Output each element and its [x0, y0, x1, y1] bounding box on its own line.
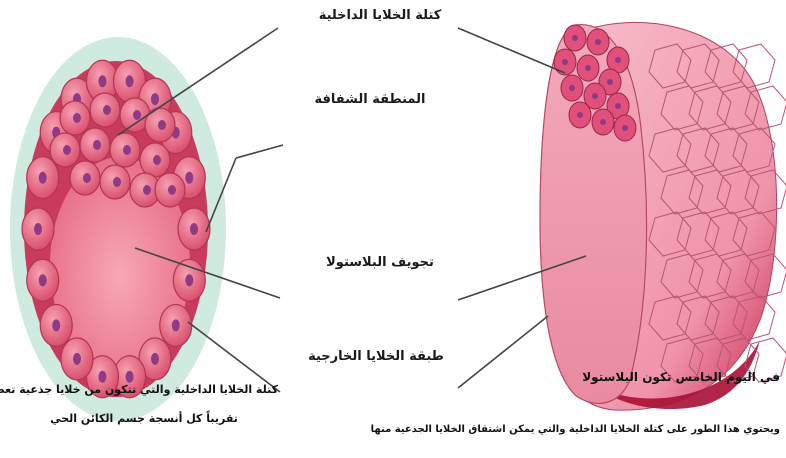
nucleus	[133, 110, 141, 120]
nucleus	[73, 113, 81, 123]
nucleus	[607, 79, 613, 85]
caption-left-line2: تقريباً كل أنسجة جسم الكائن الحي	[10, 412, 278, 425]
nucleus	[143, 185, 151, 195]
caption-right-line2: ويحتوي هذا الطور على كتلة الخلايا الداخل…	[448, 424, 780, 435]
nucleus	[93, 140, 101, 150]
nucleus	[185, 172, 193, 184]
nucleus	[585, 65, 591, 71]
nucleus	[158, 120, 166, 130]
nucleus	[185, 274, 193, 286]
nucleus	[572, 35, 578, 41]
line-zona-a	[236, 145, 283, 158]
nucleus	[615, 103, 621, 109]
nucleus	[39, 274, 47, 286]
nucleus	[34, 223, 42, 235]
nucleus	[592, 93, 598, 99]
nucleus	[600, 119, 606, 125]
nucleus	[98, 75, 106, 87]
label-inner-cell-mass: كتلة الخلايا الداخلية	[300, 8, 460, 23]
nucleus	[151, 93, 159, 105]
label-blastocoel: تجويف البلاستولا	[300, 255, 460, 270]
nucleus	[615, 57, 621, 63]
cut-face	[540, 25, 647, 404]
label-zona-pellucida: المنطقة الشفافة	[290, 92, 450, 107]
left-blastocyst	[10, 37, 226, 421]
line-troph-right	[458, 316, 548, 388]
nucleus	[113, 177, 121, 187]
nucleus	[98, 371, 106, 383]
nucleus	[153, 155, 161, 165]
caption-left-line1: كتلة الخلايا الداخلية والتي تتكون من خلا…	[10, 383, 278, 396]
nucleus	[622, 125, 628, 131]
nucleus	[103, 105, 111, 115]
nucleus	[126, 371, 134, 383]
nucleus	[39, 172, 47, 184]
nucleus	[63, 145, 71, 155]
nucleus	[172, 319, 180, 331]
nucleus	[123, 145, 131, 155]
nucleus	[73, 353, 81, 365]
nucleus	[52, 319, 60, 331]
label-trophoblast: طبقة الخلايا الخارجية	[296, 349, 456, 364]
nucleus	[577, 112, 583, 118]
caption-right-line1: في اليوم الخامس تكون البلاستولا	[560, 370, 780, 384]
nucleus	[83, 173, 91, 183]
nucleus	[151, 353, 159, 365]
nucleus	[168, 185, 176, 195]
right-blastocyst	[540, 22, 786, 410]
nucleus	[190, 223, 198, 235]
nucleus	[569, 85, 575, 91]
line-troph-left	[188, 322, 280, 392]
nucleus	[562, 59, 568, 65]
line-icm-right	[458, 28, 565, 73]
nucleus	[126, 75, 134, 87]
nucleus	[595, 39, 601, 45]
